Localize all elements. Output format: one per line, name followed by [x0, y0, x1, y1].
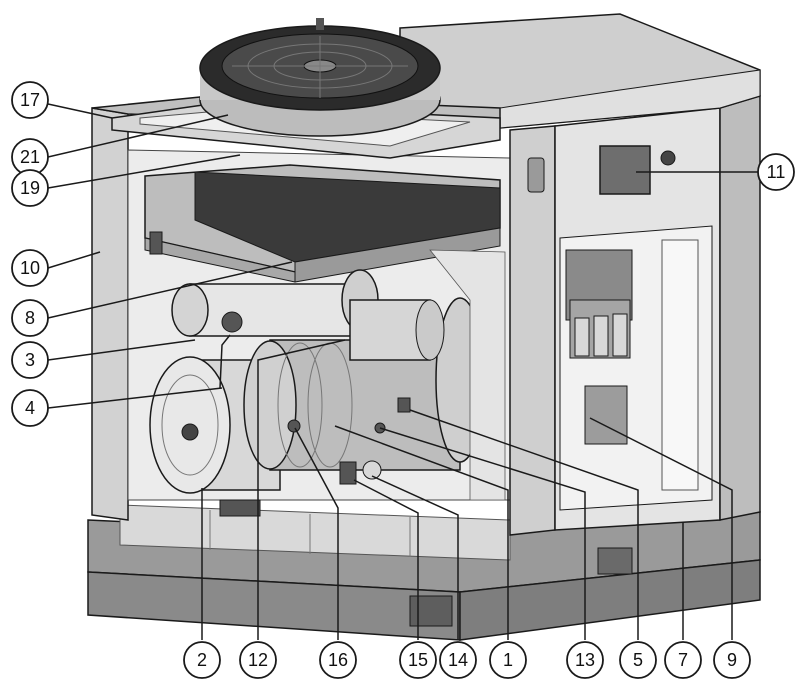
- callout-11: 11: [757, 153, 795, 191]
- callout-circle: [619, 641, 657, 679]
- callout-9: 9: [713, 641, 751, 679]
- callout-label: 16: [328, 650, 348, 670]
- callout-label: 13: [575, 650, 595, 670]
- leader-lines: [47, 103, 758, 640]
- callout-circle: [11, 249, 49, 287]
- callout-1: 1: [489, 641, 527, 679]
- callout-label: 15: [408, 650, 428, 670]
- callout-circle: [11, 81, 49, 119]
- callout-circle: [183, 641, 221, 679]
- callout-circle: [11, 389, 49, 427]
- callout-label: 11: [767, 162, 786, 182]
- callout-circle: [399, 641, 437, 679]
- callout-4: 4: [11, 389, 49, 427]
- callout-5: 5: [619, 641, 657, 679]
- callout-12: 12: [239, 641, 277, 679]
- callout-label: 10: [20, 258, 40, 278]
- callout-17: 17: [11, 81, 49, 119]
- callout-circle: [664, 641, 702, 679]
- cooling-fan: [199, 18, 441, 137]
- callout-label: 8: [25, 308, 35, 328]
- callout-14: 14: [439, 641, 477, 679]
- callout-label: 19: [20, 178, 40, 198]
- callout-10: 10: [11, 249, 49, 287]
- cooler-assembly: [144, 164, 501, 283]
- callout-15: 15: [399, 641, 437, 679]
- callout-circle: [11, 299, 49, 337]
- callout-label: 7: [678, 650, 688, 670]
- callout-label: 2: [197, 650, 207, 670]
- callout-circle: [713, 641, 751, 679]
- callout-circle: [489, 641, 527, 679]
- control-panel: [527, 145, 713, 511]
- callout-label: 17: [20, 90, 40, 110]
- callout-label: 3: [25, 350, 35, 370]
- cabinet-floor: [119, 504, 511, 561]
- callout-circle: [11, 341, 49, 379]
- callout-label: 21: [20, 147, 40, 167]
- callout-label: 14: [448, 650, 468, 670]
- callout-circle: [11, 169, 49, 207]
- callout-13: 13: [566, 641, 604, 679]
- callout-label: 9: [727, 650, 737, 670]
- callout-circle: [757, 153, 795, 191]
- callout-bubbles: 17 21 19 10 8 3 4 11 2 12 16 15 14 1 13 5 7 9: [11, 81, 795, 679]
- callout-label: 5: [633, 650, 643, 670]
- callout-7: 7: [664, 641, 702, 679]
- callout-label: 1: [503, 650, 513, 670]
- callout-circle: [319, 641, 357, 679]
- callout-circle: [239, 641, 277, 679]
- callout-3: 3: [11, 341, 49, 379]
- callout-8: 8: [11, 299, 49, 337]
- callout-19: 19: [11, 169, 49, 207]
- callout-2: 2: [183, 641, 221, 679]
- callout-circle: [566, 641, 604, 679]
- callout-16: 16: [319, 641, 357, 679]
- callout-circle: [439, 641, 477, 679]
- callout-label: 4: [25, 398, 35, 418]
- callout-label: 12: [248, 650, 268, 670]
